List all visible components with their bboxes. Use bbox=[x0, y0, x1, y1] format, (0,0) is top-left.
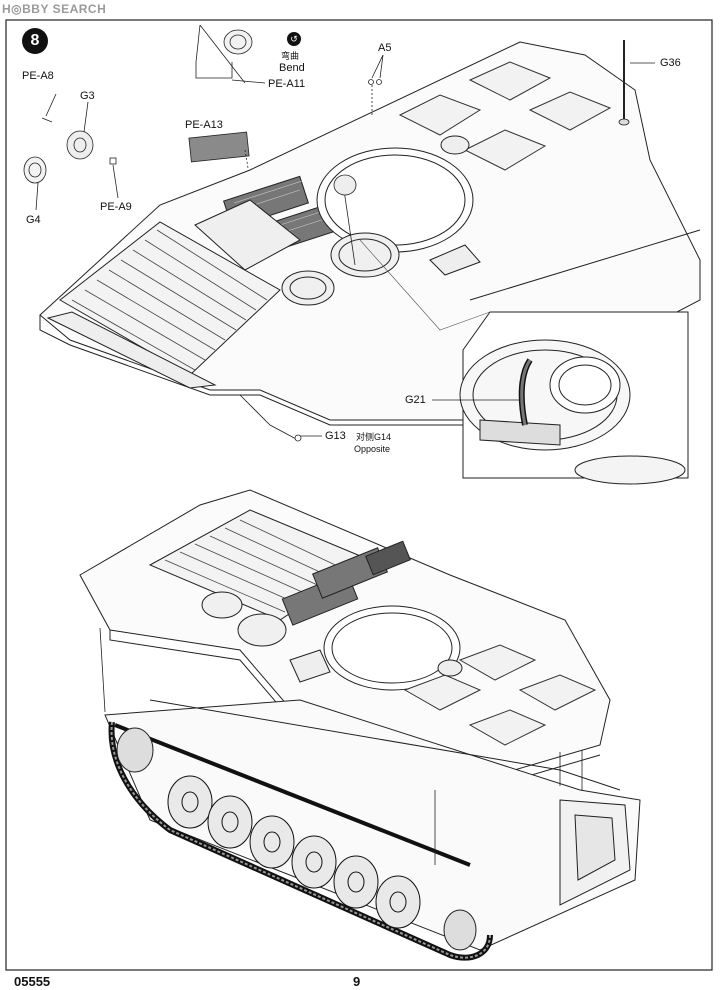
callout-pe-a9: PE-A9 bbox=[100, 201, 132, 213]
page-frame bbox=[5, 19, 713, 971]
parts-and-leaders bbox=[23, 24, 655, 442]
watermark: H◎BBY SEARCH bbox=[2, 2, 107, 16]
callout-pe-a11: PE-A11 bbox=[268, 78, 306, 90]
rear-hatches bbox=[398, 61, 612, 171]
callout-g36: G36 bbox=[660, 57, 681, 69]
callout-g4: G4 bbox=[26, 214, 41, 226]
road-wheels bbox=[167, 775, 421, 929]
bend-arrow-icon: ↺ bbox=[287, 32, 301, 46]
bend-label-english: Bend bbox=[279, 62, 305, 74]
callout-g13: G13 bbox=[325, 430, 346, 442]
lower-hull-roof bbox=[79, 489, 611, 791]
page-number: 9 bbox=[353, 974, 361, 989]
assembly-arrows bbox=[99, 189, 583, 865]
product-code: 05555 bbox=[14, 974, 51, 989]
louvre-slats bbox=[71, 229, 268, 371]
lower-chassis bbox=[104, 699, 641, 961]
callout-g3: G3 bbox=[80, 90, 95, 102]
detail-inset bbox=[359, 239, 689, 485]
callout-a5: A5 bbox=[378, 42, 392, 54]
callout-pe-a8: PE-A8 bbox=[22, 70, 54, 82]
callout-pe-a13: PE-A13 bbox=[185, 119, 223, 131]
callout-opposite: Opposite bbox=[354, 444, 391, 454]
step-number-badge: 8 bbox=[22, 28, 48, 54]
callout-g21: G21 bbox=[405, 394, 426, 406]
callout-g14-chinese: 对侧G14 bbox=[356, 432, 392, 442]
bend-label-chinese: 弯曲 bbox=[281, 51, 300, 61]
